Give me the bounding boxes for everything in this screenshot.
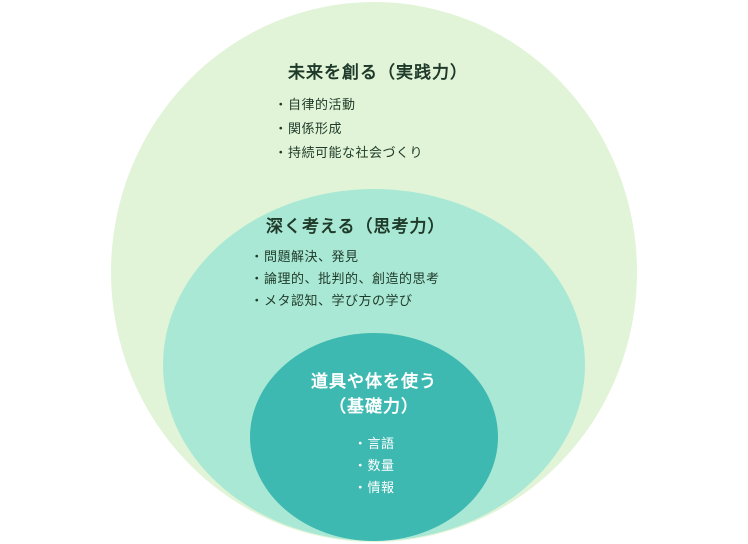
list-item: ・情報: [353, 478, 394, 500]
outer-circle-content: 未来を創る（実践力） ・自律的活動 ・関係形成 ・持続可能な社会づくり: [258, 60, 498, 166]
list-item: ・問題解決、発見: [250, 247, 516, 269]
middle-circle-list: ・問題解決、発見 ・論理的、批判的、創造的思考 ・メタ認知、学び方の学び: [250, 247, 516, 313]
list-item: ・言語: [353, 434, 394, 456]
inner-circle: [250, 333, 498, 541]
inner-item-label: 情報: [367, 481, 395, 496]
bullet-mark: ・: [274, 122, 288, 137]
middle-circle-title: 深く考える（思考力）: [266, 217, 446, 237]
outer-circle-title: 未来を創る（実践力）: [288, 63, 468, 83]
inner-circle-list: ・言語 ・数量 ・情報: [353, 434, 394, 500]
list-item: ・数量: [353, 456, 394, 478]
middle-item-label: メタ認知、学び方の学び: [264, 294, 413, 309]
list-item: ・メタ認知、学び方の学び: [250, 291, 516, 313]
middle-item-label: 問題解決、発見: [264, 250, 359, 265]
bullet-mark: ・: [353, 459, 368, 474]
bullet-mark: ・: [353, 437, 368, 452]
outer-circle-list: ・自律的活動 ・関係形成 ・持続可能な社会づくり: [274, 94, 498, 166]
outer-item-label: 自律的活動: [288, 98, 356, 113]
outer-item-label: 関係形成: [288, 122, 343, 137]
list-item: ・関係形成: [274, 118, 498, 142]
bullet-mark: ・: [250, 250, 264, 265]
inner-item-label: 数量: [367, 459, 395, 474]
bullet-mark: ・: [274, 146, 288, 161]
bullet-mark: ・: [353, 481, 368, 496]
bullet-mark: ・: [274, 98, 288, 113]
outer-item-label: 持続可能な社会づくり: [288, 146, 424, 161]
inner-item-label: 言語: [367, 437, 395, 452]
inner-circle-title: 道具や体を使う: [311, 372, 437, 392]
middle-circle-content: 深く考える（思考力） ・問題解決、発見 ・論理的、批判的、創造的思考 ・メタ認知…: [250, 214, 516, 313]
bullet-mark: ・: [250, 294, 264, 309]
list-item: ・持続可能な社会づくり: [274, 142, 498, 166]
middle-item-label: 論理的、批判的、創造的思考: [264, 272, 440, 287]
list-item: ・自律的活動: [274, 94, 498, 118]
bullet-mark: ・: [250, 272, 264, 287]
list-item: ・論理的、批判的、創造的思考: [250, 269, 516, 291]
inner-circle-subtitle: （基礎力）: [329, 397, 419, 417]
inner-circle-content: 道具や体を使う （基礎力） ・言語 ・数量 ・情報: [272, 370, 476, 500]
